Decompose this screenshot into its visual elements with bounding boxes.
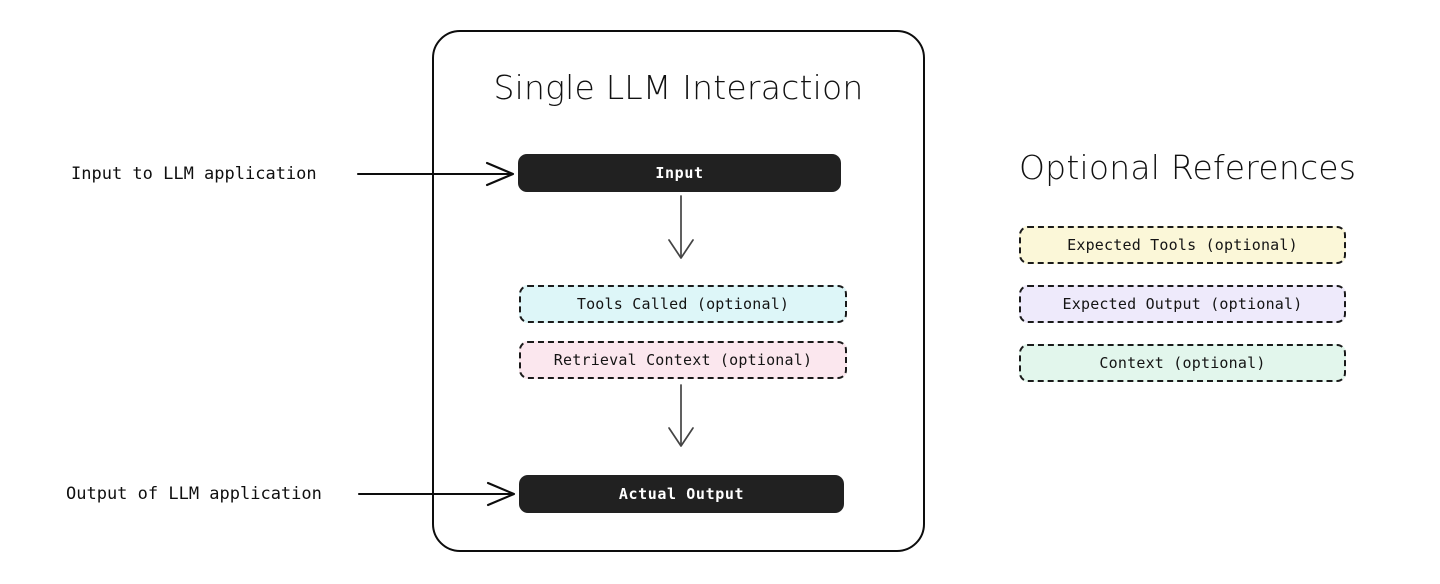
reference-expected-tools[interactable]: Expected Tools (optional) — [1019, 226, 1346, 264]
node-input[interactable]: Input — [518, 154, 841, 192]
optional-references-heading: Optional References — [1019, 148, 1357, 187]
label-output-of-llm-application: Output of LLM application — [66, 484, 322, 504]
node-actual-output[interactable]: Actual Output — [519, 475, 844, 513]
node-tools-called[interactable]: Tools Called (optional) — [519, 285, 847, 323]
label-input-to-llm-application: Input to LLM application — [71, 164, 317, 184]
panel-title: Single LLM Interaction — [493, 68, 864, 107]
reference-expected-output[interactable]: Expected Output (optional) — [1019, 285, 1346, 323]
node-retrieval-context[interactable]: Retrieval Context (optional) — [519, 341, 847, 379]
reference-context[interactable]: Context (optional) — [1019, 344, 1346, 382]
